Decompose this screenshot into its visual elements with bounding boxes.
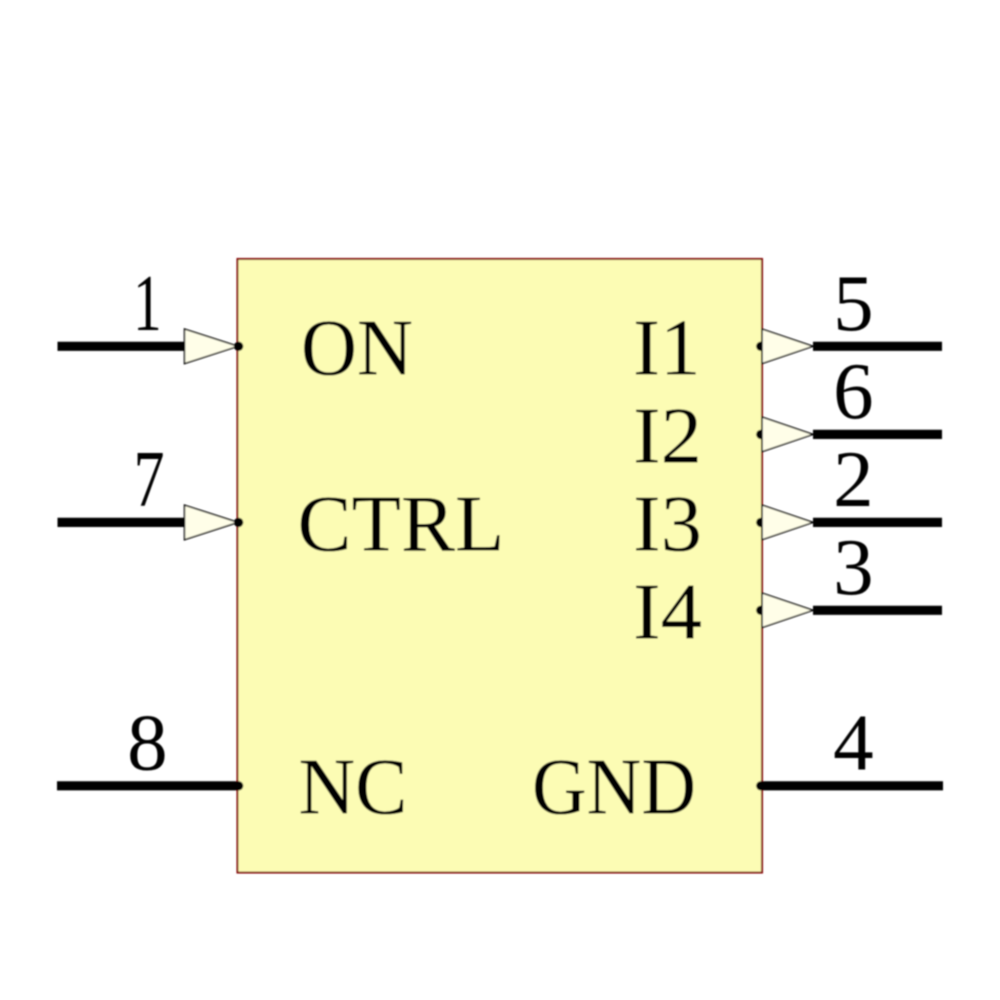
svg-text:6: 6 bbox=[833, 346, 874, 436]
svg-text:5: 5 bbox=[833, 258, 874, 348]
svg-text:2: 2 bbox=[833, 434, 874, 524]
svg-text:ON: ON bbox=[301, 303, 413, 393]
svg-text:CTRL: CTRL bbox=[298, 479, 505, 569]
svg-text:I3: I3 bbox=[633, 479, 702, 569]
svg-text:I2: I2 bbox=[633, 391, 702, 481]
svg-text:4: 4 bbox=[833, 697, 874, 787]
svg-text:8: 8 bbox=[127, 697, 168, 787]
svg-text:7: 7 bbox=[134, 434, 165, 524]
svg-text:3: 3 bbox=[833, 522, 874, 612]
svg-text:I1: I1 bbox=[633, 303, 700, 393]
svg-text:GND: GND bbox=[532, 742, 696, 832]
svg-text:NC: NC bbox=[299, 742, 408, 832]
svg-text:I4: I4 bbox=[633, 566, 702, 656]
svg-text:1: 1 bbox=[133, 258, 162, 348]
